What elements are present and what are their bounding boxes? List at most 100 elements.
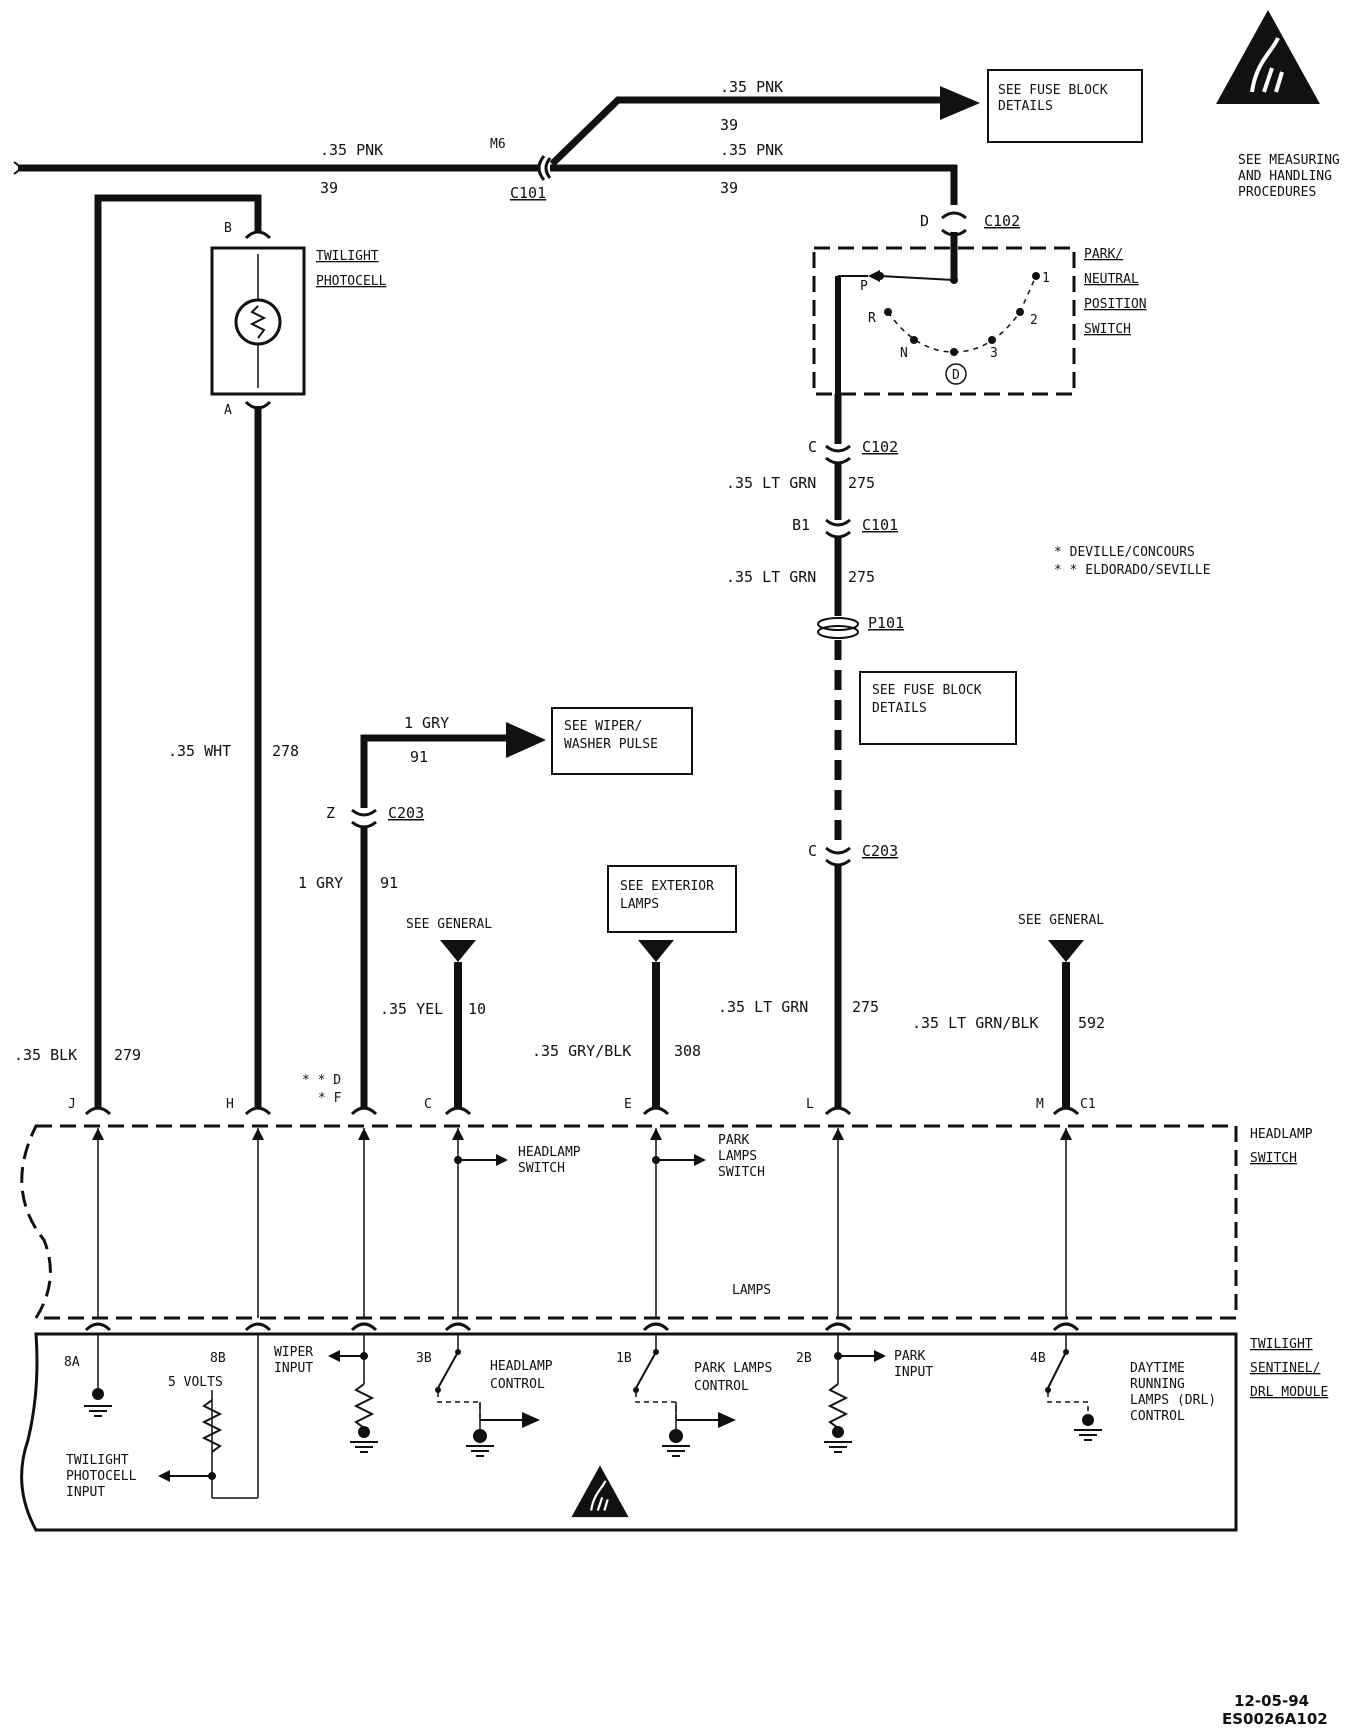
drl-control-label-4: CONTROL (1130, 1409, 1185, 1424)
wiper-ref-line2: WASHER PULSE (564, 737, 658, 752)
drl-control-label-2: RUNNING (1130, 1377, 1185, 1392)
esd-warning-icon (570, 1464, 630, 1519)
headlamp-pin-j: J (68, 1097, 76, 1112)
exterior-ref-line1: SEE EXTERIOR (620, 879, 714, 894)
headlamp-pin-l: L (806, 1097, 814, 1112)
photocell-input-label-2: PHOTOCELL (66, 1469, 137, 1484)
esd-warning-icon (1214, 8, 1322, 106)
pn-pos-p: P (860, 279, 868, 294)
wire-gauge-branch: .35 PNK (720, 78, 783, 96)
wiper-input-label-2: INPUT (274, 1361, 313, 1376)
esd-notice-line3: PROCEDURES (1238, 185, 1316, 200)
photocell-input-label-3: INPUT (66, 1485, 105, 1500)
headlamp-sw-label-1: HEADLAMP (518, 1145, 581, 1160)
headlamp-pin-m: M (1036, 1097, 1044, 1112)
module-title-3: DRL MODULE (1250, 1385, 1328, 1400)
headlamp-switch-title-2: SWITCH (1250, 1151, 1297, 1166)
headlamp-switch-box (20, 1124, 1238, 1320)
top-feed-wires (13, 86, 980, 205)
pn-switch-internals (835, 270, 1040, 394)
connector-c101-low-label: C101 (862, 516, 898, 534)
module-pin-1b: 1B (616, 1351, 632, 1366)
exterior-ref-line2: LAMPS (620, 897, 659, 912)
pn-switch-title-1: PARK/ (1084, 247, 1123, 262)
module-pin-8a: 8A (64, 1355, 80, 1370)
module-box (20, 1332, 1238, 1532)
wire-circuit-gry-mid: 91 (380, 874, 398, 892)
esd-notice-line1: SEE MEASURING (1238, 153, 1340, 168)
esd-notice-line2: AND HANDLING (1238, 169, 1332, 184)
fuse-block-ref-top (987, 69, 1143, 143)
wire-gauge-ltgrn1: .35 LT GRN (726, 474, 816, 492)
pn-switch-title-3: POSITION (1084, 297, 1147, 312)
headlamp-pin-e: E (624, 1097, 632, 1112)
headlamp-control-label-2: CONTROL (490, 1377, 545, 1392)
module-pin-8b: 8B (210, 1351, 226, 1366)
wire-circuit-yel: 10 (468, 1000, 486, 1018)
wire-gauge-ltgrnblk: .35 LT GRN/BLK (912, 1014, 1038, 1032)
wire-gauge-blk: .35 BLK (14, 1046, 77, 1064)
lamps-label: LAMPS (732, 1283, 771, 1298)
wire-circuit-gry-top: 91 (410, 748, 428, 766)
park-sw-label-3: SWITCH (718, 1165, 765, 1180)
pn-pos-1: 1 (1042, 271, 1050, 286)
model-note-eldorado: * * ELDORADO/SEVILLE (1054, 563, 1211, 578)
connector-c203-right-label: C203 (862, 842, 898, 860)
connector-c102-low-label: C102 (862, 438, 898, 456)
wire-gauge-yel: .35 YEL (380, 1000, 443, 1018)
twilight-photocell (210, 230, 306, 1108)
pin-d-label: D (920, 212, 929, 230)
pn-pos-r: R (868, 311, 876, 326)
connector-c101-top (537, 155, 552, 181)
connector-c101-top-label: C101 (510, 184, 546, 202)
pn-switch-box (812, 246, 1076, 396)
see-general-left: SEE GENERAL (406, 917, 492, 932)
headlamp-sw-label-2: SWITCH (518, 1161, 565, 1176)
module-title-1: TWILIGHT (1250, 1337, 1313, 1352)
wire-circuit-blk: 279 (114, 1046, 141, 1064)
pin-c-label-1: C (808, 438, 817, 456)
wire-gauge-ltgrn2: .35 LT GRN (726, 568, 816, 586)
wire-gauge-top-left: .35 PNK (320, 141, 383, 159)
connector-m6-label: M6 (490, 137, 506, 152)
lt-grn-wire-run (817, 394, 859, 1108)
headlamp-switch-title-1: HEADLAMP (1250, 1127, 1313, 1142)
footer-date: 12-05-94 (1234, 1692, 1309, 1710)
headlamp-pin-c: C (424, 1097, 432, 1112)
park-sw-label-1: PARK (718, 1133, 749, 1148)
footer-code: ES0026A102 (1222, 1710, 1328, 1728)
module-internals (83, 1334, 1103, 1519)
see-general-right: SEE GENERAL (1018, 913, 1104, 928)
wire-circuit-ltgrn3: 275 (852, 998, 879, 1016)
pn-pos-d: D (952, 368, 960, 383)
splice-p101-label: P101 (868, 614, 904, 632)
option-mark-d: * * D (302, 1073, 341, 1088)
wire-gauge-grybl: .35 GRY/BLK (532, 1042, 631, 1060)
fuse-ref-top-line1: SEE FUSE BLOCK (998, 83, 1108, 98)
wire-gauge-gry-top: 1 GRY (404, 714, 449, 732)
park-control-label-2: CONTROL (694, 1379, 749, 1394)
park-sw-label-2: LAMPS (718, 1149, 757, 1164)
park-input-label-1: PARK (894, 1349, 925, 1364)
wire-circuit-top-left: 39 (320, 179, 338, 197)
photocell-title-1: TWILIGHT (316, 249, 379, 264)
pin-c-label-2: C (808, 842, 817, 860)
photocell-pin-a: A (224, 403, 232, 418)
wire-circuit-ltgrnblk: 592 (1078, 1014, 1105, 1032)
pn-switch-title-2: NEUTRAL (1084, 272, 1139, 287)
wire-circuit-grybl: 308 (674, 1042, 701, 1060)
connector-c203-left-label: C203 (388, 804, 424, 822)
wiper-ref-line1: SEE WIPER/ (564, 719, 642, 734)
connector-c102-top (941, 211, 967, 280)
connector-c1-label: C1 (1080, 1097, 1096, 1112)
drl-control-label-3: LAMPS (DRL) (1130, 1393, 1216, 1408)
photocell-title-2: PHOTOCELL (316, 274, 387, 289)
module-title-2: SENTINEL/ (1250, 1361, 1320, 1376)
arrow-right-icon (496, 1154, 508, 1166)
blk-wire (94, 194, 262, 1108)
pn-pos-n: N (900, 346, 908, 361)
module-pin-3b: 3B (416, 1351, 432, 1366)
arrow-right-icon (940, 86, 980, 120)
pn-pos-3: 3 (990, 346, 998, 361)
wire-gauge-ltgrn3: .35 LT GRN (718, 998, 808, 1016)
